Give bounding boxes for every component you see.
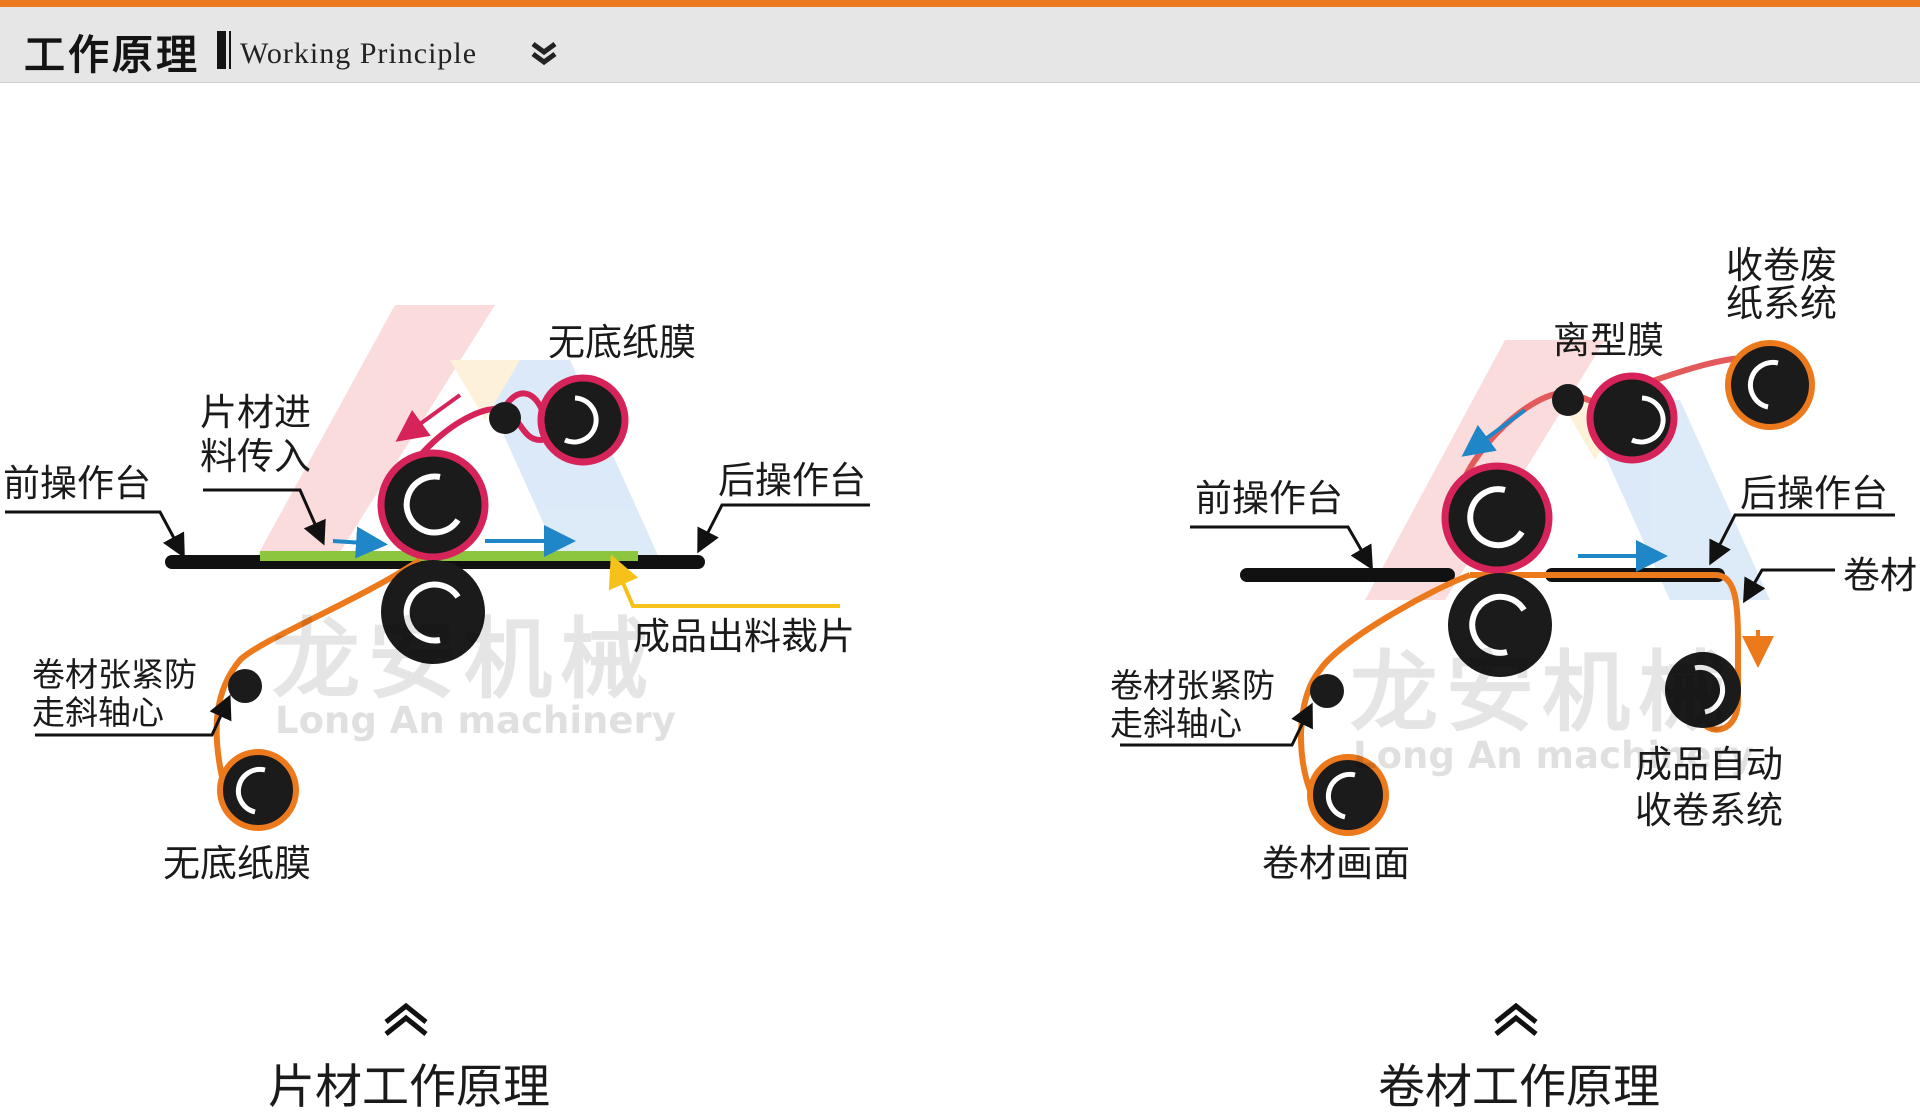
chevron-up-icon [384, 1002, 428, 1036]
label-product-line1: 成品自动 [1635, 743, 1783, 786]
watermark-name-en: Long An machinery [1353, 734, 1754, 777]
label-feed-line1: 片材进 [200, 391, 311, 434]
caption-sheet: 片材工作原理 [268, 1060, 550, 1115]
top-accent-bar [0, 0, 1920, 7]
rotate-icon [403, 581, 461, 644]
lower-laminating-roller [381, 560, 485, 664]
top-film-roller [537, 374, 629, 466]
leader-front-table-right [1190, 525, 1374, 571]
label-product-line2: 收卷系统 [1635, 789, 1783, 832]
label-release-film: 离型膜 [1553, 319, 1664, 362]
lower-laminating-roller [1448, 573, 1552, 677]
header-title-en: Working Principle [240, 37, 478, 70]
leader-feed [203, 488, 326, 546]
caption-roll: 卷材工作原理 [1378, 1060, 1660, 1115]
watermark-name-cn: 龙安机械 [272, 608, 657, 711]
watermark-logo-right [1365, 340, 1770, 600]
label-back-table-left: 后操作台 [718, 459, 866, 502]
film-direction-arrow [395, 393, 462, 442]
rotate-icon [1694, 664, 1726, 715]
leader-back-table-right [1709, 513, 1895, 566]
roll-material-path [1470, 572, 1741, 733]
label-feed-line2: 料传入 [200, 435, 311, 478]
watermark-name-cn: 龙安机械 [1350, 641, 1735, 744]
waste-rewind-roller [1725, 340, 1815, 430]
rotate-icon [1469, 593, 1527, 656]
header-title-cn: 工作原理 [24, 31, 200, 79]
chevron-down-icon[interactable] [530, 41, 558, 67]
leader-roll-material [1743, 568, 1835, 604]
label-bottom-film: 无底纸膜 [163, 842, 311, 885]
section-header: 工作原理 Working Principle [0, 7, 1920, 83]
rotate-icon [235, 766, 266, 815]
watermark-name-en: Long An machinery [275, 699, 676, 742]
label-front-table-right: 前操作台 [1195, 477, 1343, 520]
roll-face-roller [1307, 754, 1389, 836]
leader-front-table-left [5, 510, 185, 559]
leader-axis-right [1120, 702, 1313, 747]
upper-laminating-roller [377, 449, 489, 561]
leader-axis-left [35, 694, 232, 737]
product-rewind-roller [1665, 652, 1741, 728]
rotate-icon [563, 395, 599, 445]
rotate-icon [1747, 359, 1779, 410]
chevron-up-icon [1494, 1002, 1538, 1036]
label-back-table-right: 后操作台 [1740, 472, 1888, 515]
idler-roller-right [1552, 384, 1584, 416]
flow-arrow-blue [332, 526, 388, 559]
label-roll-material: 卷材 [1843, 554, 1917, 597]
label-waste-line2: 纸系统 [1726, 282, 1837, 325]
leader-output [608, 554, 840, 608]
label-output: 成品出料裁片 [633, 615, 855, 658]
label-axis-line1-right: 卷材张紧防 [1110, 666, 1275, 705]
upper-laminating-roller [1441, 462, 1553, 574]
header-divider [217, 31, 226, 69]
label-waste-line1: 收卷废 [1726, 244, 1837, 287]
label-top-film: 无底纸膜 [548, 321, 696, 364]
label-axis-line2-left: 走斜轴心 [32, 693, 164, 732]
tension-axis-roller-right [1310, 674, 1344, 708]
tension-axis-roller-left [228, 669, 262, 703]
film-direction-arrow [1461, 408, 1527, 457]
front-table-bar-right [1240, 568, 1455, 582]
rotate-icon [1467, 486, 1525, 549]
label-axis-line2-right: 走斜轴心 [1110, 704, 1242, 743]
idler-roller-left [489, 402, 521, 434]
rotate-icon [1630, 395, 1666, 445]
leader-back-table-left [697, 503, 870, 554]
bottom-film-roller [217, 749, 299, 831]
rotate-icon [403, 473, 461, 536]
label-axis-line1-left: 卷材张紧防 [32, 655, 197, 694]
label-front-table-left: 前操作台 [3, 462, 151, 505]
rotate-icon [1325, 771, 1356, 820]
label-roll-face: 卷材画面 [1262, 842, 1410, 885]
